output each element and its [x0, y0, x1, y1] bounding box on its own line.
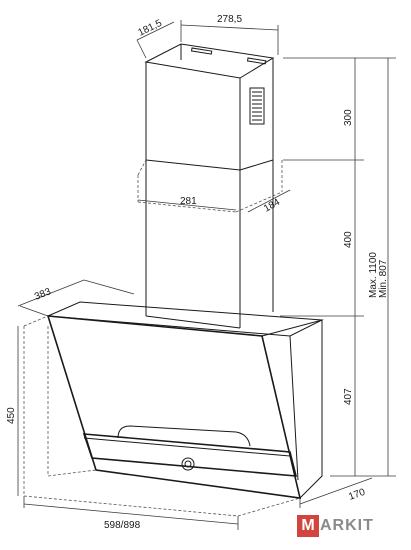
hood-body — [46, 301, 324, 499]
dimension-hood-width: 598/898 — [23, 496, 239, 531]
dimension-lower-chimney-depth: 184 — [247, 189, 291, 215]
dimension-lower-chimney-width: 281 — [137, 196, 237, 211]
svg-text:170: 170 — [347, 487, 367, 503]
svg-text:181,5: 181,5 — [136, 18, 164, 39]
dimension-body-height: 407 — [343, 316, 356, 476]
dimension-hood-depth: 383 — [17, 279, 135, 317]
dimension-lower-chimney-height: 400 — [280, 160, 364, 317]
dimension-chimney-width: 278,5 — [180, 14, 279, 55]
svg-text:383: 383 — [33, 286, 53, 303]
svg-text:300: 300 — [343, 109, 354, 126]
svg-text:Min. 807: Min. 807 — [378, 259, 389, 298]
svg-text:281: 281 — [180, 196, 197, 207]
svg-text:278,5: 278,5 — [217, 14, 242, 25]
control-knob-icon — [181, 457, 195, 471]
svg-text:598/898: 598/898 — [104, 520, 141, 531]
svg-text:400: 400 — [343, 231, 354, 248]
dimension-hood-height: 450 — [6, 326, 19, 496]
svg-text:407: 407 — [343, 388, 354, 405]
brand-logo-m-icon: M — [297, 515, 319, 537]
upper-chimney — [144, 43, 275, 170]
vent-grille-icon — [249, 87, 265, 125]
lower-chimney — [145, 159, 274, 329]
dimension-total-height: Max. 1100 Min. 807 — [330, 57, 396, 477]
svg-text:450: 450 — [6, 407, 17, 424]
dimension-bottom-depth: 170 — [299, 477, 373, 508]
dimension-chimney-depth: 181,5 — [136, 18, 175, 59]
brand-logo-text: ARKIT — [320, 517, 374, 534]
hood-reference-outline — [23, 315, 301, 517]
svg-text:Max. 1100: Max. 1100 — [368, 252, 379, 298]
brand-logo: M ARKIT — [297, 514, 374, 538]
chimney-reference-outline — [137, 159, 283, 213]
dimension-upper-chimney-height: 300 — [283, 57, 364, 161]
